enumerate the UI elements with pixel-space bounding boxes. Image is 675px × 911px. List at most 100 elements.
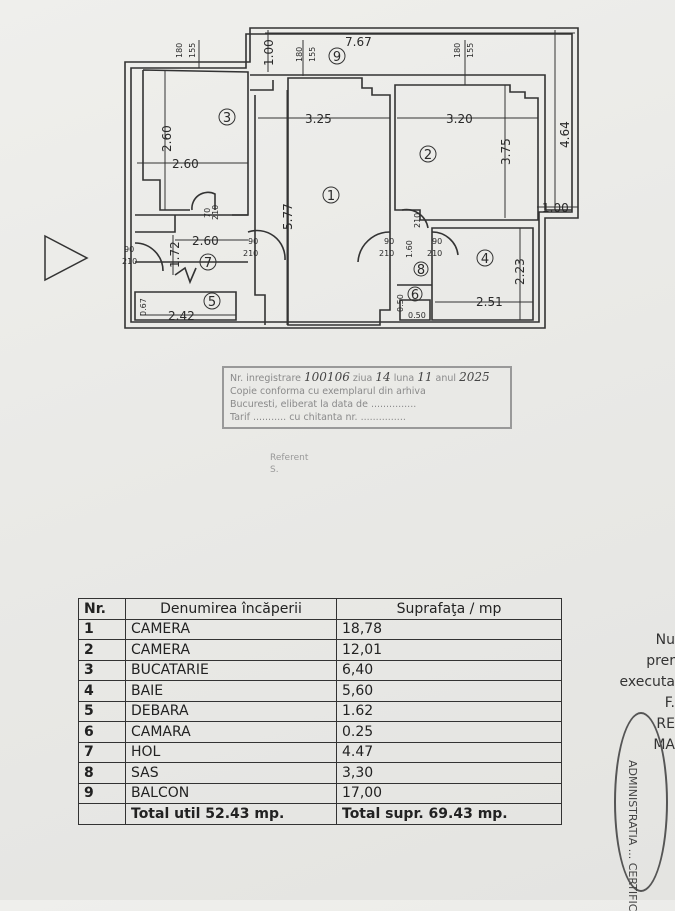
dim-hol-length: 1.72 <box>168 241 182 268</box>
row-name: BAIE <box>125 680 337 702</box>
row-nr: 9 <box>78 782 126 804</box>
door-height: 210 <box>379 249 394 258</box>
dim-balcony-side-depth: 1.00 <box>542 201 569 215</box>
room-number-4: 4 <box>481 252 489 267</box>
row-area: 18,78 <box>336 618 562 640</box>
door-height: 210 <box>413 213 422 228</box>
door-height: 210 <box>211 205 220 220</box>
row-nr: 6 <box>78 721 126 743</box>
dim-balcony-width: 7.67 <box>345 35 372 49</box>
door-height: 210 <box>427 249 442 258</box>
stamp-footer: Referent S. <box>270 453 309 475</box>
room-number-8: 8 <box>417 263 425 278</box>
row-nr: 4 <box>78 680 126 702</box>
dim-camara-w: 0.50 <box>408 311 426 320</box>
dim-sas-length: 1.60 <box>405 240 414 258</box>
window-label-bottom: 155 <box>188 43 197 58</box>
row-area: 17,00 <box>336 782 562 804</box>
window-label-top: 180 <box>453 43 462 58</box>
door-width: 90 <box>248 237 258 246</box>
room-number-3: 3 <box>223 111 231 126</box>
room-number-6: 6 <box>411 288 419 303</box>
row-nr: 5 <box>78 700 126 722</box>
stamp-line-1: Nr. inregistrare 100106 ziua 14 luna 11 … <box>230 370 490 385</box>
dimension-lines <box>137 30 578 325</box>
row-area: 0.25 <box>336 721 562 743</box>
table-total-row: Total util 52.43 mp. Total supr. 69.43 m… <box>78 803 562 825</box>
row-area: 6,40 <box>336 659 562 681</box>
row-name: SAS <box>125 762 337 784</box>
row-name: BALCON <box>125 782 337 804</box>
orientation-triangle-icon <box>44 234 89 282</box>
row-nr: 7 <box>78 741 126 763</box>
door-width: 90 <box>384 237 394 246</box>
row-area: 3,30 <box>336 762 562 784</box>
row-name: DEBARA <box>125 700 337 722</box>
dim-debara-depth: 0.67 <box>139 298 148 316</box>
row-name: CAMARA <box>125 721 337 743</box>
window-label-top: 180 <box>295 47 304 62</box>
row-name: CAMERA <box>125 639 337 661</box>
dim-room3-length: 2.60 <box>160 125 174 152</box>
row-nr: 1 <box>78 618 126 640</box>
registration-stamp: Nr. inregistrare 100106 ziua 14 luna 11 … <box>222 366 512 429</box>
row-nr: 2 <box>78 639 126 661</box>
dim-baie-width: 2.51 <box>476 295 503 309</box>
room-number-5: 5 <box>208 295 216 310</box>
dim-balcony-depth: 1.00 <box>262 39 276 66</box>
door-height: 210 <box>243 249 258 258</box>
dim-room1-width: 3.25 <box>305 112 332 126</box>
table-header: Nr. Denumirea încăperii Suprafaţa / mp <box>78 598 562 620</box>
row-area: 4.47 <box>336 741 562 763</box>
window-label-bottom: 155 <box>466 43 475 58</box>
room-number-1: 1 <box>327 189 335 204</box>
dim-room2-width: 3.20 <box>446 112 473 126</box>
floor-plan: 180 155 180 155 180 155 7.67 1.00 4.64 1… <box>44 27 579 329</box>
header-area: Suprafaţa / mp <box>336 598 562 620</box>
door-height: 210 <box>122 257 137 266</box>
rooms-table: Nr. Denumirea încăperii Suprafaţa / mp 1… <box>78 598 562 825</box>
row-nr: 8 <box>78 762 126 784</box>
total-util: Total util 52.43 mp. <box>125 803 337 825</box>
stamp-line-2: Copie conforma cu exemplarul din arhiva <box>230 386 426 397</box>
room-number-labels: 1 2 3 4 5 6 7 8 9 <box>204 50 489 310</box>
dim-room2-length: 3.75 <box>499 138 513 165</box>
room-number-2: 2 <box>424 148 432 163</box>
room-number-9: 9 <box>333 50 341 65</box>
room-number-7: 7 <box>204 256 212 271</box>
header-name: Denumirea încăperii <box>125 598 337 620</box>
dim-room1-length: 5.77 <box>281 203 295 230</box>
stamp-line-3: Bucuresti, eliberat la data de .........… <box>230 399 417 410</box>
door-labels: 90 210 70 210 90 210 90 210 90 210 210 <box>122 205 442 266</box>
door-width: 70 <box>203 208 212 218</box>
total-supr: Total supr. 69.43 mp. <box>336 803 562 825</box>
row-name: CAMERA <box>125 618 337 640</box>
row-area: 1.62 <box>336 700 562 722</box>
door-width: 90 <box>124 245 134 254</box>
row-nr: 3 <box>78 659 126 681</box>
dim-room3-width: 2.60 <box>172 157 199 171</box>
row-name: BUCATARIE <box>125 659 337 681</box>
row-area: 5,60 <box>336 680 562 702</box>
official-seal <box>614 712 668 892</box>
seal-text: ADMINISTRATIA ... CERTIFIC <box>626 760 639 911</box>
door-width: 90 <box>432 237 442 246</box>
room-numbers <box>199 47 494 310</box>
dim-camara-h: 0.50 <box>396 294 405 312</box>
row-area: 12,01 <box>336 639 562 661</box>
dim-balcony-side: 4.64 <box>558 121 572 148</box>
dim-debara-width: 2.42 <box>168 309 195 323</box>
row-name: HOL <box>125 741 337 763</box>
window-label-bottom: 155 <box>308 47 317 62</box>
window-label-top: 180 <box>175 43 184 58</box>
stamp-line-4: Tarif ........... cu chitanta nr. ......… <box>230 412 406 423</box>
dim-baie-length: 2.23 <box>513 258 527 285</box>
